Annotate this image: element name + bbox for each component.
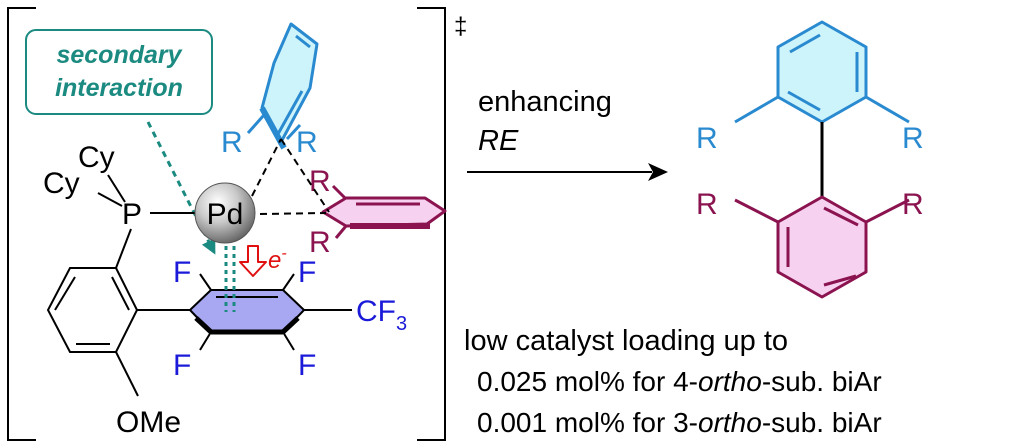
loading-note-line1: low catalyst loading up to: [464, 325, 788, 357]
fluorine-label-4: F: [298, 349, 316, 382]
loading-note-line2: 0.025 mol% for 4-ortho-sub. biAr: [477, 366, 882, 397]
loading-note-line3: 0.001 mol% for 3-ortho-sub. biAr: [477, 407, 882, 438]
pd-aryl-dashed-bonds: [251, 138, 330, 215]
callout-line1: secondary: [56, 41, 182, 69]
p-cy-bond-2: [97, 192, 123, 207]
pd-arene-interaction: [224, 246, 236, 312]
product-purple-r-left: R: [696, 188, 718, 221]
palladium-label: Pd: [207, 198, 244, 231]
purple-r2-label: R: [309, 226, 331, 259]
product-blue-r-left: R: [696, 122, 718, 155]
arrow-label-line1: enhancing: [478, 86, 612, 118]
cy-label-2: Cy: [43, 167, 80, 200]
product-purple-r-right: R: [902, 188, 924, 221]
arrow-label-line2: RE: [478, 125, 519, 157]
fluorine-label-1: F: [173, 256, 191, 289]
callout-box: [25, 29, 213, 115]
reaction-arrow-head: [648, 163, 668, 181]
tetrafluorophenyl-ring: [189, 273, 352, 351]
ome-bond: [115, 351, 139, 397]
product-blue-ring: [734, 20, 910, 124]
fluorine-label-2: F: [298, 256, 316, 289]
purple-r1-label: R: [309, 165, 331, 198]
blue-aryl-ring: [246, 22, 319, 150]
electron-label: e-: [268, 245, 287, 274]
methoxy-aryl-ring: [46, 267, 190, 397]
fluorine-label-3: F: [173, 349, 191, 382]
callout-line2: interaction: [55, 74, 183, 102]
product-blue-r-right: R: [902, 122, 924, 155]
blue-r2-label: R: [296, 126, 318, 159]
ts-double-dagger: ‡: [454, 13, 467, 40]
cf3-label: CF3: [356, 295, 407, 335]
product-purple-ring: [734, 195, 910, 299]
right-bracket: [417, 7, 446, 441]
p-aryl-bond: [115, 228, 132, 269]
purple-aryl-ring: [321, 184, 447, 239]
p-cy-bond-1: [107, 174, 126, 203]
blue-r1-label: R: [221, 126, 243, 159]
phosphorus-label: P: [122, 198, 142, 231]
left-bracket: [7, 7, 36, 441]
electron-flow-arrow: [239, 245, 267, 277]
cy-label-1: Cy: [78, 141, 115, 174]
methoxy-label: OMe: [116, 406, 181, 439]
ts-brackets: [7, 7, 446, 441]
pd-sphere: [194, 182, 256, 244]
